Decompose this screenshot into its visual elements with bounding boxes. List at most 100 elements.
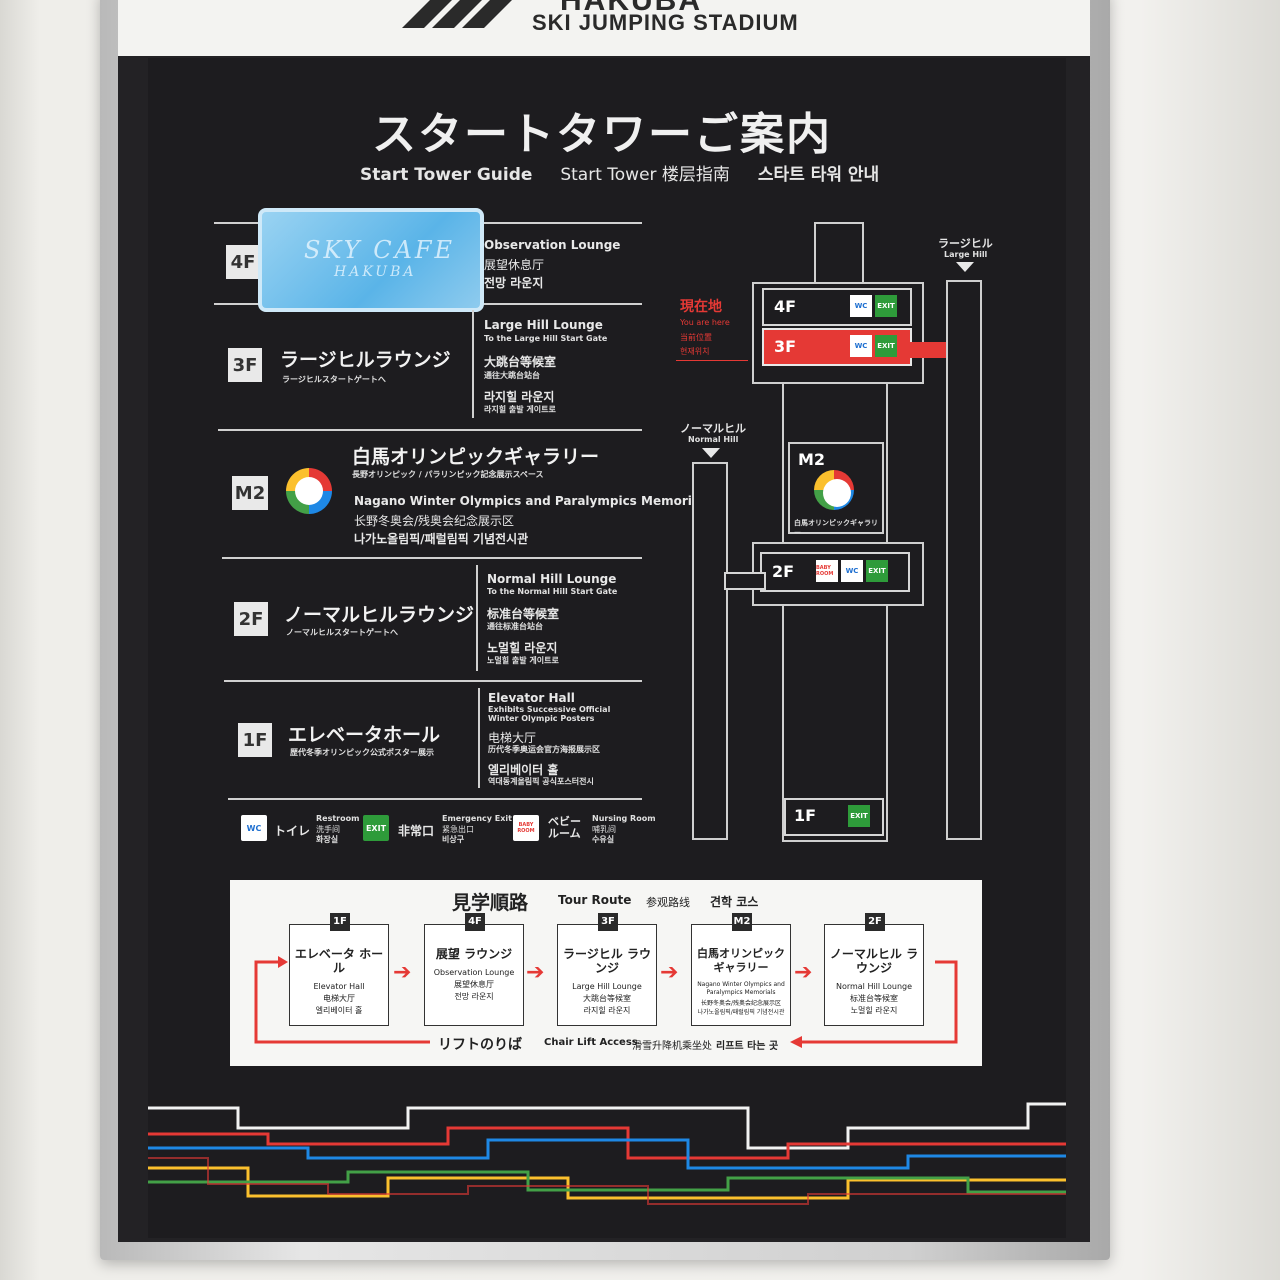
lift-kr: 리프트 타는 곳 [716, 1041, 779, 1052]
f2-cn-sub: 通往标准台站台 [487, 622, 543, 631]
f1-en: Elevator Hall [488, 691, 575, 705]
normal-hill-en: Normal Hill [688, 435, 739, 444]
legend-baby-en: Nursing Room [592, 814, 656, 823]
divider [218, 429, 642, 431]
wc-icon: WC [850, 335, 872, 357]
m2-cn: 长野冬奥会/残奥会纪念展示区 [354, 514, 515, 528]
tour-loop-arrows [254, 956, 958, 1048]
tour-step-kr: 라지힐 라운지 [583, 1006, 631, 1015]
sky-cafe-logo: SKY CAFE HAKUBA [258, 208, 484, 312]
map-4f-icons: WC EXIT [850, 295, 897, 317]
poster-header [118, 0, 1090, 56]
floor-badge-4f: 4F [226, 245, 260, 279]
you-are-here-line [676, 360, 748, 361]
legend-wc-kr: 화장실 [316, 835, 339, 844]
exit-icon: EXIT [363, 815, 389, 841]
m2-en: Nagano Winter Olympics and Paralympics M… [354, 494, 712, 508]
lift-cn: 滑雪升降机乘坐处 [632, 1041, 712, 1052]
tour-step-jp: 白馬オリンピック ギャラリー [697, 947, 785, 974]
map-2f: 2F BABY ROOM WC EXIT [760, 552, 910, 592]
floor-badge-1f: 1F [238, 723, 272, 757]
wc-icon: WC [850, 295, 872, 317]
floor-badge-2f: 2F [234, 602, 268, 636]
legend-exit-kr: 비상구 [442, 835, 465, 844]
legend-baby: ベビールーム [548, 815, 581, 840]
f1-cn-sub: 历代冬季奥运会官方海报展示区 [488, 745, 600, 754]
tour-step-jp: エレベータ ホール [294, 947, 384, 975]
tour-step-badge: 3F [598, 913, 618, 931]
legend-baby-cn: 哺乳间 [592, 825, 616, 834]
m2-jp-sub: 長野オリンピック / パラリンピック記念展示スペース [352, 470, 544, 479]
divider [224, 680, 642, 682]
f1-kr: 엘리베이터 홀 [488, 763, 559, 777]
page-title: スタートタワーご案内 [372, 109, 832, 160]
f1-jp: エレベータホール [288, 724, 441, 746]
f1-en-sub1: Exhibits Successive Official [488, 705, 611, 714]
tour-step-2: 4F 展望 ラウンジ Observation Lounge 展望休息厅 전망 라… [424, 913, 524, 1026]
legend-exit-cn: 紧急出口 [442, 825, 474, 834]
map-1f: 1F EXIT [784, 798, 884, 836]
brand-top-text: HAKUBA [560, 0, 702, 17]
subtitle-cn: Start Tower 楼层指南 [560, 165, 730, 185]
f2-kr-sub: 노멀힐 출발 게이트로 [487, 656, 559, 665]
tour-step-en: Elevator Hall [313, 982, 365, 991]
tour-step-kr: 나가노올림픽/패럴림픽 기념전시관 [697, 1009, 785, 1016]
f4-kr: 전망 라운지 [484, 276, 544, 290]
legend-exit-en: Emergency Exit [442, 814, 512, 823]
f1-kr-sub: 역대동계올림픽 공식포스터전시 [488, 777, 594, 786]
divider-vertical [476, 565, 478, 671]
map-m2: M2 白馬オリンピックギャラリー [788, 442, 884, 537]
wc-icon: WC [841, 560, 863, 582]
baby-room-icon: BABY ROOM [513, 815, 539, 841]
arrow-right-icon: ➔ [794, 960, 813, 985]
tour-step-en: Normal Hill Lounge [835, 982, 913, 991]
tour-step-kr: 엘리베이터 홀 [315, 1006, 363, 1015]
map-3f-current: 3F WC EXIT [762, 328, 912, 366]
sky-cafe-logo-text: SKY CAFE [304, 236, 456, 264]
normal-hill-rail [692, 462, 728, 840]
f2-jp-sub: ノーマルヒルスタートゲートへ [286, 628, 398, 637]
divider-vertical [472, 310, 474, 418]
wc-icon: WC [241, 815, 267, 841]
map-4f: 4F WC EXIT [762, 288, 912, 326]
decorative-route-lines [148, 1102, 1066, 1205]
f3-kr-sub: 라지힐 출발 게이트로 [484, 405, 556, 414]
legend-wc: トイレ [274, 824, 311, 838]
legend-wc-cn: 洗手间 [316, 825, 340, 834]
map-3f-label: 3F [774, 337, 797, 356]
tour-step-kr: 전망 라운지 [454, 992, 494, 1001]
large-hill-en: Large Hill [944, 250, 988, 259]
floor-badge-3f: 3F [228, 348, 262, 382]
f1-cn: 电梯大厅 [488, 731, 537, 745]
f1-jp-sub: 歴代冬季オリンピック公式ポスター展示 [290, 748, 434, 757]
f3-kr: 라지힐 라운지 [484, 390, 555, 404]
large-hill-rail [946, 280, 982, 840]
tour-step-cn: 大跳台等候室 [583, 994, 631, 1003]
map-2f-icons: BABY ROOM WC EXIT [816, 560, 888, 582]
floor-badge-m2: M2 [232, 476, 268, 510]
tour-step-jp: ラージヒル ラウンジ [563, 947, 651, 975]
normal-hill-jp: ノーマルヒル [680, 422, 746, 435]
tour-step-en: Observation Lounge [433, 968, 515, 977]
large-hill-arrow-icon [956, 262, 974, 272]
f3-cn: 大跳台等候室 [484, 355, 557, 369]
map-3f-connector [908, 342, 946, 358]
olympic-gallery-emblem-icon [286, 468, 332, 514]
tour-title-jp: 見学順路 [452, 892, 529, 914]
arrow-right-icon: ➔ [660, 960, 679, 985]
map-2f-label: 2F [772, 562, 795, 581]
subtitle-en: Start Tower Guide [360, 165, 533, 185]
tour-step-jp: ノーマルヒル ラウンジ [829, 947, 919, 975]
you-are-here-jp: 現在地 [680, 299, 722, 315]
divider [222, 557, 642, 559]
m2-jp: 白馬オリンピックギャラリー [352, 446, 600, 468]
subtitle-row: Start Tower Guide Start Tower 楼层指南 스타트 타… [360, 160, 901, 185]
f2-jp: ノーマルヒルラウンジ [284, 604, 475, 626]
f4-cn: 展望休息厅 [484, 258, 545, 272]
tour-step-badge: 4F [465, 913, 485, 931]
f3-en-sub: To the Large Hill Start Gate [484, 334, 608, 343]
exit-icon: EXIT [875, 335, 897, 357]
f2-en-sub: To the Normal Hill Start Gate [487, 587, 618, 596]
map-m2-caption: 白馬オリンピックギャラリー [794, 519, 878, 537]
tour-step-en: Nagano Winter Olympics and Paralympics M… [697, 981, 785, 996]
